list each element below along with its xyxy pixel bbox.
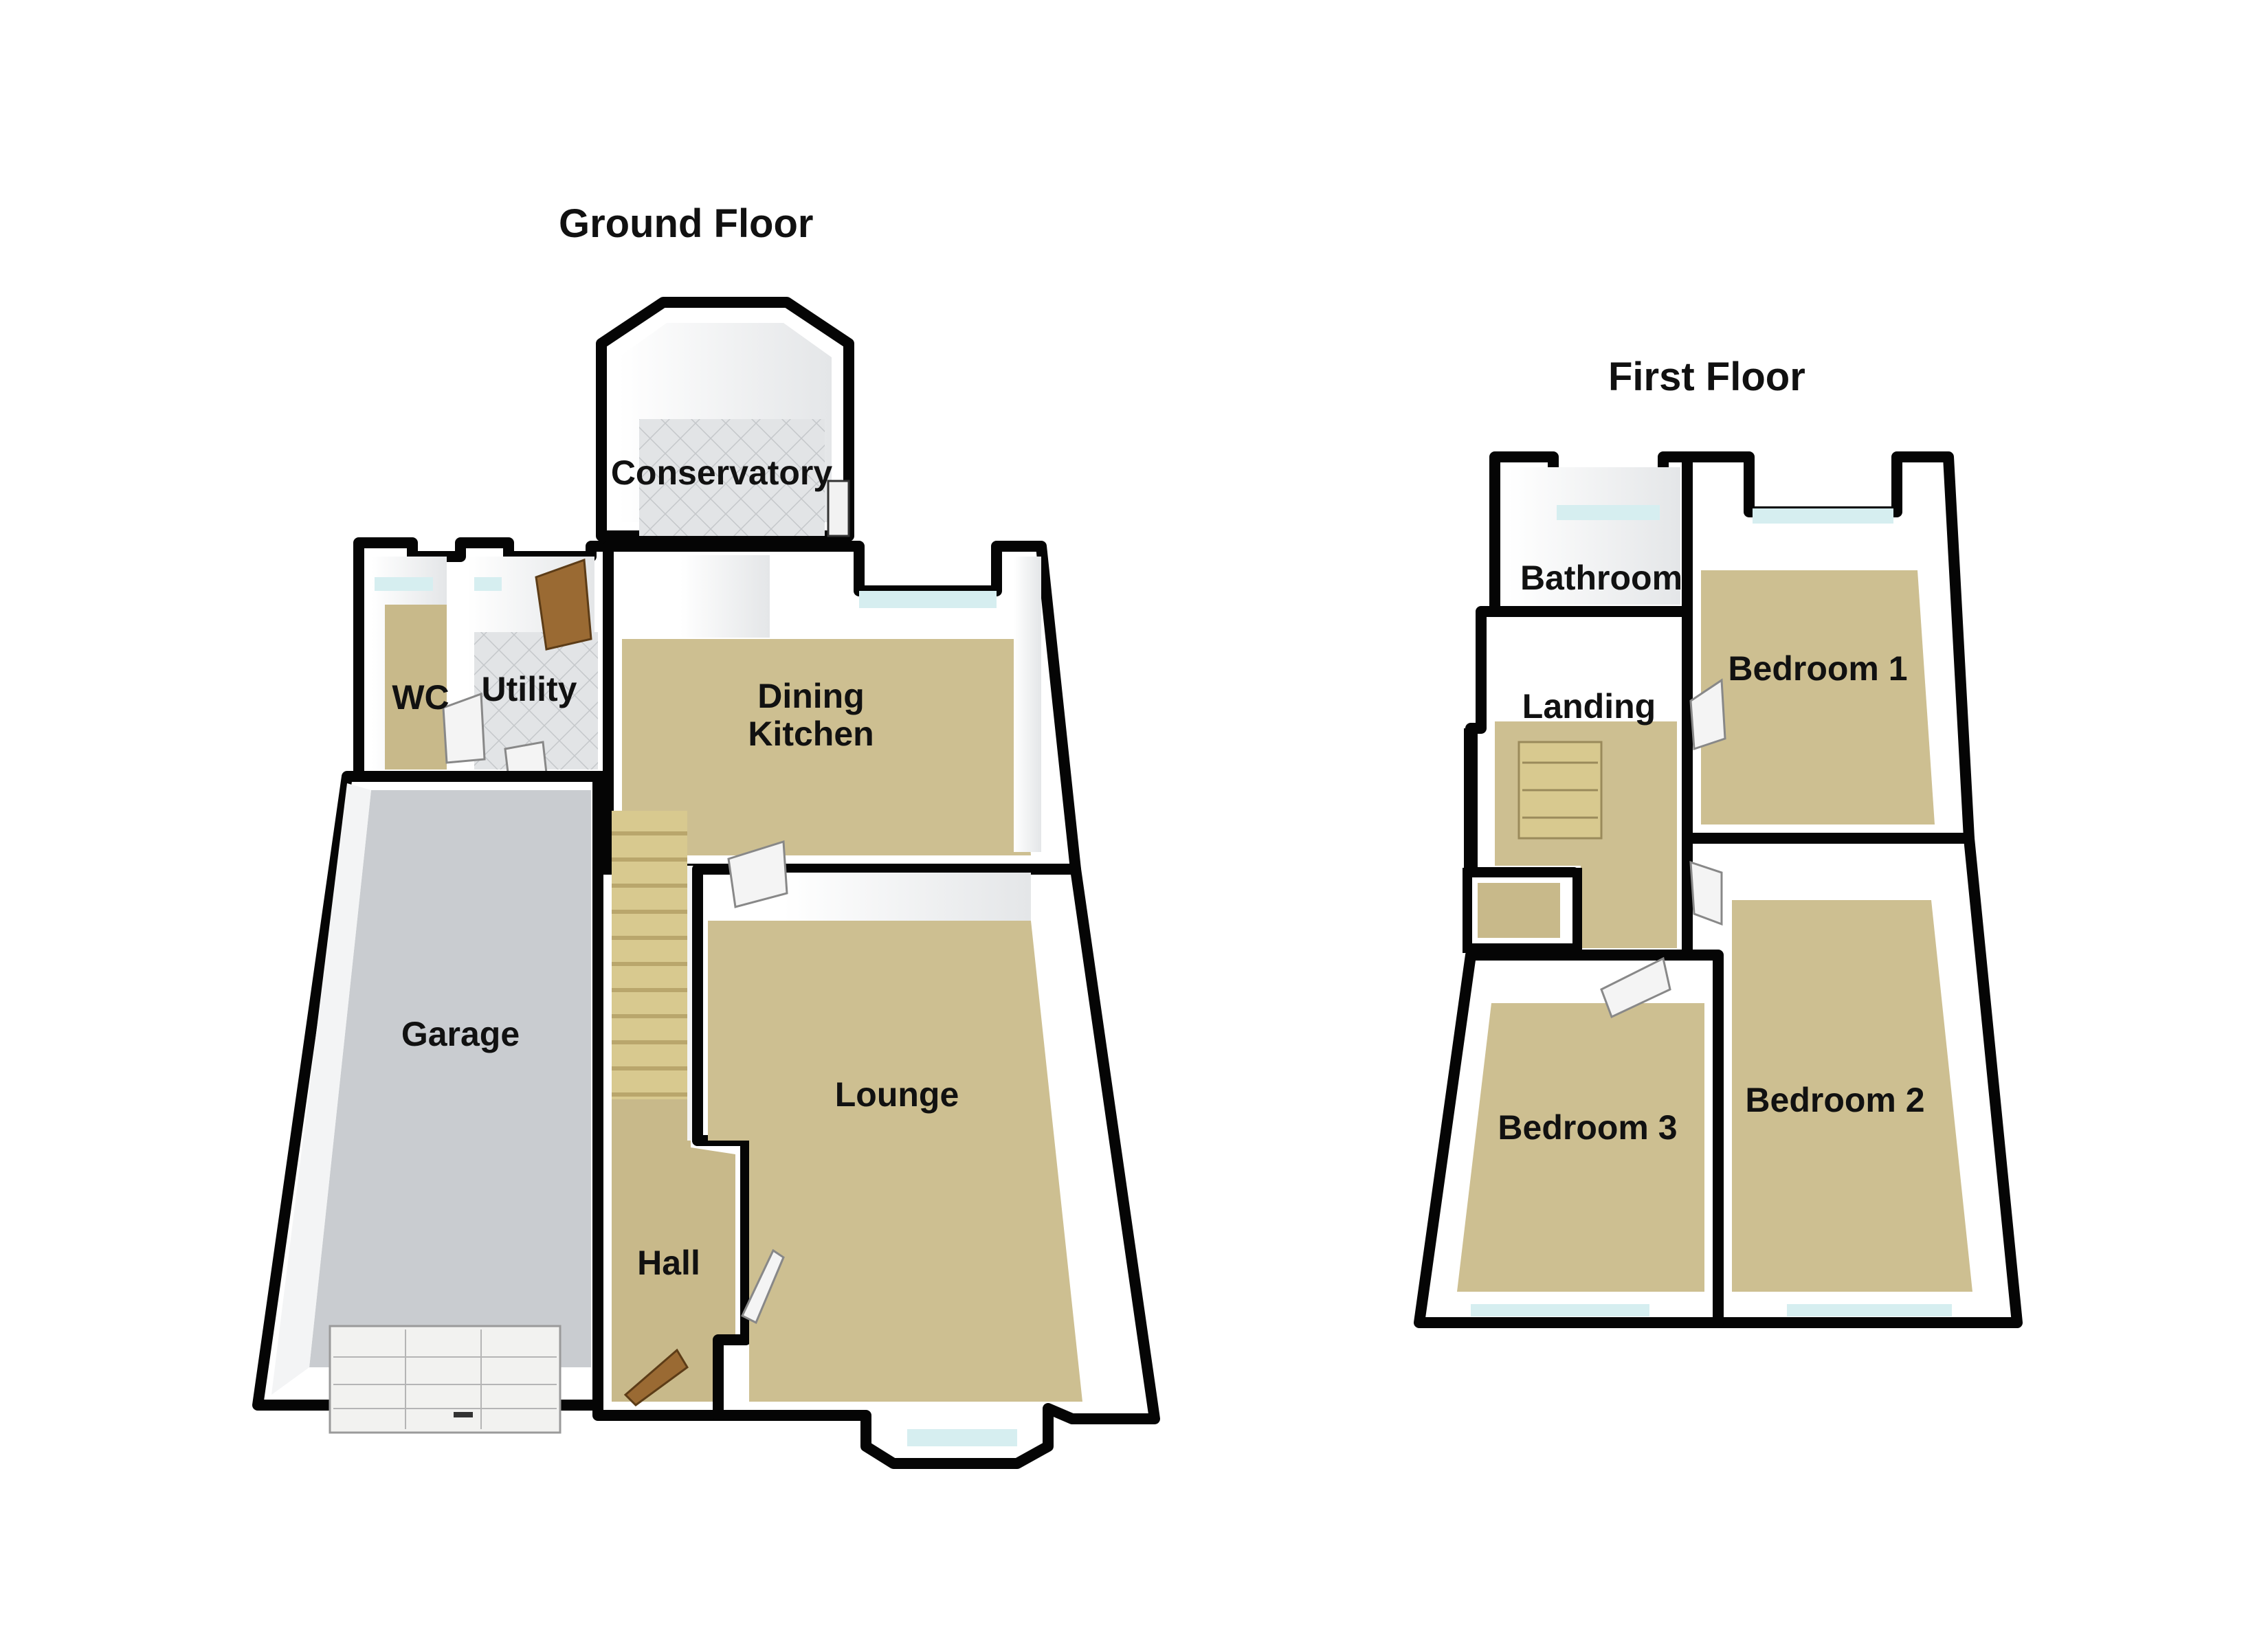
dining-kitchen-room: [603, 541, 1081, 875]
label-wc: WC: [392, 678, 449, 717]
label-lounge: Lounge: [835, 1075, 959, 1114]
label-hall: Hall: [637, 1244, 700, 1282]
room-labels: Conservatory WC Utility Dining Kitchen G…: [392, 453, 1924, 1282]
label-bedroom-2: Bedroom 2: [1745, 1081, 1924, 1119]
ground-floor-plan: [252, 297, 1160, 1469]
bedroom-2-room: [1682, 833, 2023, 1328]
label-bedroom-1: Bedroom 1: [1728, 649, 1907, 688]
label-bathroom: Bathroom: [1520, 559, 1682, 597]
label-garage: Garage: [401, 1015, 520, 1053]
garage-room: [252, 771, 603, 1434]
label-landing: Landing: [1522, 687, 1656, 726]
wc-utility-block: [353, 537, 614, 809]
bedroom-3-room: [1414, 950, 1724, 1328]
conservatory-room: [596, 297, 854, 541]
label-conservatory: Conservatory: [611, 453, 833, 492]
label-kitchen: Kitchen: [748, 715, 874, 753]
bedroom-1-room: [1682, 451, 1975, 844]
lounge-room: [692, 840, 1160, 1469]
label-dining: Dining: [757, 677, 865, 715]
first-floor-plan: [1414, 451, 2023, 1328]
label-bedroom-3: Bedroom 3: [1498, 1108, 1677, 1147]
landing-room: [1463, 606, 1693, 961]
first-floor-title: First Floor: [1608, 355, 1805, 399]
ground-floor-title: Ground Floor: [559, 201, 814, 246]
label-utility: Utility: [482, 670, 577, 708]
